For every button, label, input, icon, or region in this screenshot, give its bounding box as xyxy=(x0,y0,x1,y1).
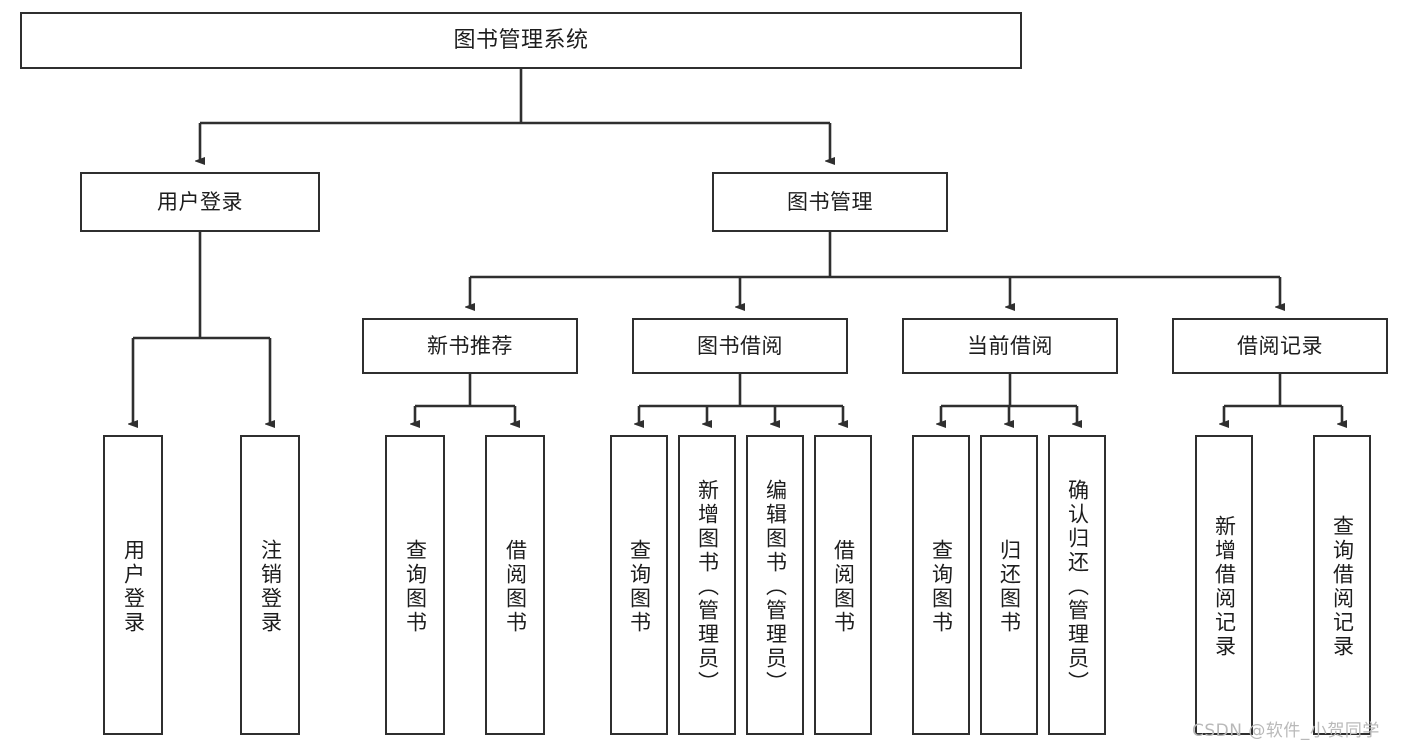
node-l_b_edit[interactable]: 编辑图书（管理员） xyxy=(746,435,804,735)
node-l_r_query[interactable]: 查询借阅记录 xyxy=(1313,435,1371,735)
node-newbook[interactable]: 新书推荐 xyxy=(362,318,578,374)
node-label: 借阅图书 xyxy=(831,539,856,635)
node-l_b_query[interactable]: 查询图书 xyxy=(610,435,668,735)
node-l_b_add[interactable]: 新增图书（管理员） xyxy=(678,435,736,735)
node-bookmgmt[interactable]: 图书管理 xyxy=(712,172,948,232)
node-label: 用户登录 xyxy=(157,189,243,214)
node-label: 图书管理 xyxy=(787,189,873,214)
node-label: 借阅图书 xyxy=(503,539,528,635)
node-login[interactable]: 用户登录 xyxy=(80,172,320,232)
node-current[interactable]: 当前借阅 xyxy=(902,318,1118,374)
node-label: 查询图书 xyxy=(627,539,652,635)
node-l_b_borrow[interactable]: 借阅图书 xyxy=(814,435,872,735)
node-label: 图书借阅 xyxy=(697,333,783,358)
node-label: 当前借阅 xyxy=(967,333,1053,358)
csdn-watermark: CSDN @软件_小贺同学 xyxy=(1192,721,1380,741)
node-label: 查询图书 xyxy=(403,539,428,635)
node-label: 图书管理系统 xyxy=(453,27,589,53)
node-label: 归还图书 xyxy=(997,539,1022,635)
node-label: 新增图书（管理员） xyxy=(695,479,720,695)
node-label: 新书推荐 xyxy=(427,333,513,358)
node-borrow[interactable]: 图书借阅 xyxy=(632,318,848,374)
node-l_c_return[interactable]: 归还图书 xyxy=(980,435,1038,735)
node-l_nb_query[interactable]: 查询图书 xyxy=(385,435,445,735)
node-label: 编辑图书（管理员） xyxy=(763,479,788,695)
node-l_logout[interactable]: 注销登录 xyxy=(240,435,300,735)
node-label: 借阅记录 xyxy=(1237,333,1323,358)
node-root[interactable]: 图书管理系统 xyxy=(20,12,1022,69)
node-l_c_query[interactable]: 查询图书 xyxy=(912,435,970,735)
node-label: 注销登录 xyxy=(258,539,283,635)
node-label: 新增借阅记录 xyxy=(1212,515,1237,659)
node-label: 查询图书 xyxy=(929,539,954,635)
node-l_r_add[interactable]: 新增借阅记录 xyxy=(1195,435,1253,735)
node-l_login[interactable]: 用户登录 xyxy=(103,435,163,735)
node-l_c_confirm[interactable]: 确认归还（管理员） xyxy=(1048,435,1106,735)
node-records[interactable]: 借阅记录 xyxy=(1172,318,1388,374)
node-label: 查询借阅记录 xyxy=(1330,515,1355,659)
node-label: 用户登录 xyxy=(121,539,146,635)
node-label: 确认归还（管理员） xyxy=(1065,479,1090,695)
node-l_nb_borrow[interactable]: 借阅图书 xyxy=(485,435,545,735)
